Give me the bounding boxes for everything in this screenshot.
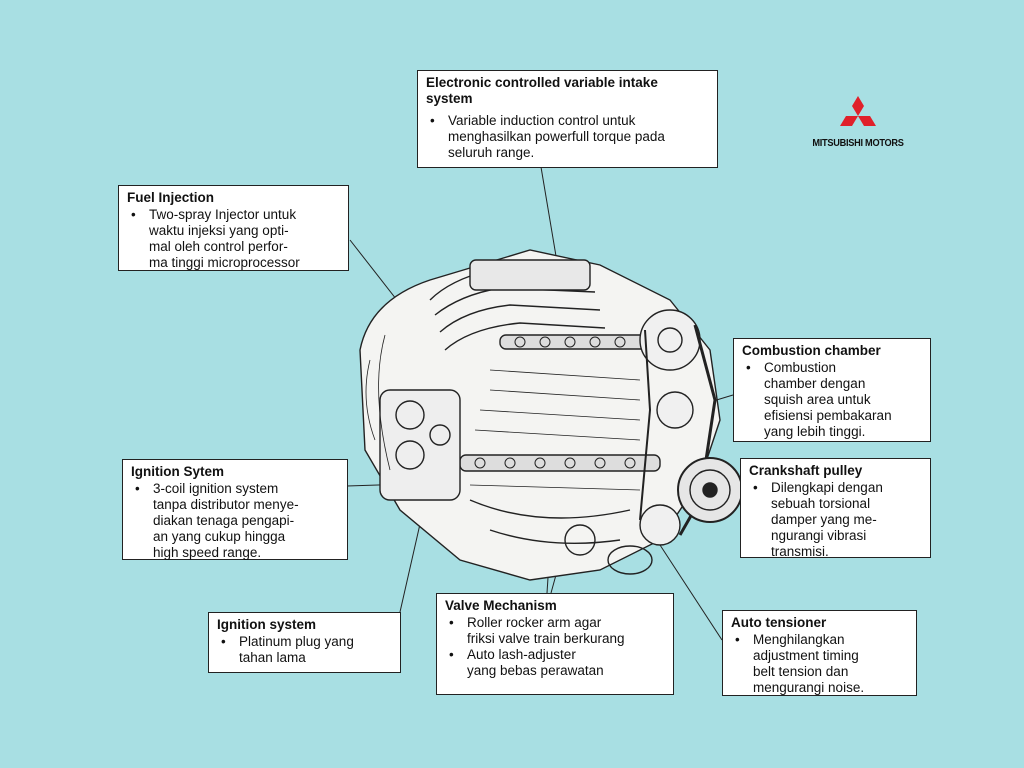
callout-title: Crankshaft pulley: [749, 463, 863, 478]
leader-intake: [540, 166, 558, 263]
callout-title: Fuel Injection: [127, 190, 215, 205]
brand-text: MITSUBISHI MOTORS: [812, 138, 904, 149]
callout-valve-mechanism: Valve Mechanism Roller rocker arm agar f…: [436, 593, 674, 695]
callout-ignition-system: Ignition system Platinum plug yang tahan…: [208, 612, 401, 673]
leader-tensioner: [659, 544, 723, 641]
callout-crankshaft-pulley: Crankshaft pulley Dilengkapi dengan sebu…: [740, 458, 931, 560]
callout-item: Roller rocker arm agar friksi valve trai…: [445, 615, 665, 647]
callout-title: Combustion chamber: [742, 343, 881, 358]
callout-title: Valve Mechanism: [445, 598, 557, 613]
engine-illustration: [340, 240, 743, 595]
callout-item: Dilengkapi dengan sebuah torsional dampe…: [749, 480, 922, 560]
callout-title: Ignition system: [217, 617, 317, 632]
callout-item: Platinum plug yang tahan lama: [217, 634, 392, 666]
callout-item: Combustion chamber dengan squish area un…: [742, 360, 922, 440]
callout-title: Auto tensioner: [731, 615, 827, 630]
callout-title: Electronic controlled variable intake sy…: [426, 75, 658, 106]
callout-intake: Electronic controlled variable intake sy…: [417, 70, 718, 168]
callout-item: 3-coil ignition system tanpa distributor…: [131, 481, 339, 561]
callout-item: Auto lash-adjuster yang bebas perawatan: [445, 647, 665, 679]
callout-title: Ignition Sytem: [131, 464, 225, 479]
three-diamonds-icon: [840, 96, 876, 126]
callout-combustion-chamber: Combustion chamber Combustion chamber de…: [733, 338, 931, 442]
callout-auto-tensioner: Auto tensioner Menghilangkan adjustment …: [722, 610, 917, 696]
callout-item: Menghilangkan adjustment timing belt ten…: [731, 632, 908, 696]
mitsubishi-logo: MITSUBISHI MOTORS: [808, 96, 908, 149]
callout-item: Variable induction control untuk menghas…: [426, 113, 709, 161]
callout-fuel-injection: Fuel Injection Two-spray Injector untuk …: [118, 185, 349, 271]
callout-item: Two-spray Injector untuk waktu injeksi y…: [127, 207, 340, 271]
callout-ignition-sytem: Ignition Sytem 3-coil ignition system ta…: [122, 459, 348, 560]
